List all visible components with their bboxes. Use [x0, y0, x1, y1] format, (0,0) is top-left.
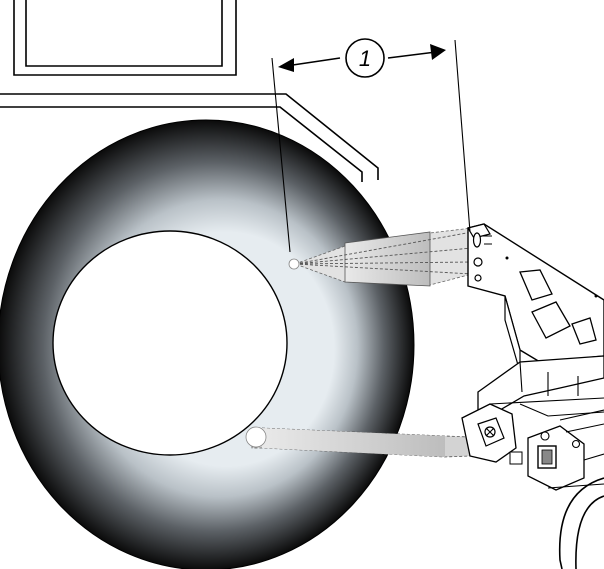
cab-outline — [0, 0, 379, 182]
dimension-annotation: 1 — [271, 38, 471, 253]
frame-cutout-3 — [571, 317, 597, 345]
tire-hub — [52, 230, 288, 456]
callout-number: 1 — [359, 46, 371, 71]
extension-line-right — [454, 39, 471, 233]
reference-point-upper — [288, 258, 300, 270]
frame-bracket — [461, 223, 604, 569]
upper-sensor-beam — [288, 227, 473, 287]
frame-cutout-2 — [531, 301, 571, 339]
lower-arm — [245, 426, 471, 458]
frame-cutout-1 — [519, 269, 553, 301]
reference-point-lower — [245, 426, 267, 448]
dimension-arrow-left — [285, 57, 341, 67]
callout-circle — [345, 38, 385, 78]
dimension-arrow-right — [387, 51, 437, 59]
tire — [0, 119, 415, 569]
extension-line-left — [271, 57, 291, 253]
